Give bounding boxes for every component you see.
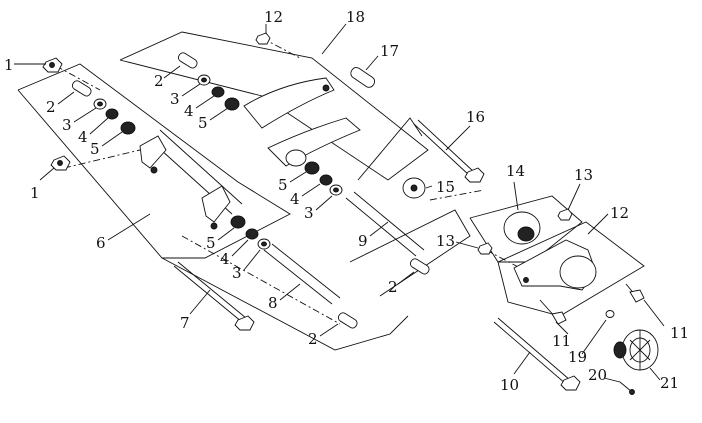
callout-13-b: 13	[436, 232, 455, 250]
callout-12-right: 12	[610, 204, 629, 222]
shaft-8	[263, 243, 341, 305]
callout-5-b: 5	[198, 114, 208, 132]
bearing-4-a	[105, 108, 119, 120]
pin-2-b	[177, 52, 198, 69]
bushing-15	[402, 177, 426, 199]
callout-17: 17	[380, 42, 399, 60]
bearing-4-d	[245, 228, 259, 240]
bearing-5-d	[230, 215, 246, 229]
callout-1-lower: 1	[30, 184, 40, 202]
link-arm-6	[139, 129, 243, 230]
callout-10: 10	[500, 376, 519, 394]
nut-1-upper	[42, 57, 63, 73]
callout-5-a: 5	[90, 140, 100, 158]
bracket-12	[513, 239, 597, 291]
pin-2-d	[337, 312, 358, 329]
callout-3-d: 3	[232, 264, 242, 282]
callout-2-b: 2	[154, 72, 164, 90]
bearing-5-b	[224, 97, 240, 111]
nut-1-lower	[50, 155, 71, 171]
bearing-4-c	[319, 174, 333, 186]
end-cap-21	[613, 329, 659, 371]
callout-8: 8	[268, 294, 278, 312]
screw-20	[619, 381, 635, 395]
callout-1-upper: 1	[4, 56, 14, 74]
callout-21: 21	[660, 374, 679, 392]
nut-13-a	[557, 208, 573, 221]
bushing-14	[503, 211, 541, 245]
bolt-7	[173, 261, 255, 331]
pin-17	[350, 67, 376, 88]
callout-5-c: 5	[278, 176, 288, 194]
callout-labels: 1 1 2 2 2 2 3 3 3 3 4 4 4 4 5 5 5 5 6 7 …	[4, 8, 689, 394]
callout-5-d: 5	[206, 234, 216, 252]
callout-18: 18	[346, 8, 365, 26]
callout-4-a: 4	[78, 128, 88, 146]
callout-20: 20	[588, 366, 607, 384]
callout-11-a: 11	[552, 332, 571, 350]
callout-4-b: 4	[184, 102, 194, 120]
spacer-19	[605, 310, 615, 318]
bearing-5-a	[120, 121, 136, 135]
callout-2-a: 2	[46, 98, 56, 116]
washer-3-c	[329, 184, 343, 196]
callout-13-a: 13	[574, 166, 593, 184]
callout-2-c: 2	[388, 278, 398, 296]
parts	[42, 32, 659, 395]
callout-3-c: 3	[304, 204, 314, 222]
bolt-16	[413, 119, 485, 183]
callout-4-d: 4	[220, 250, 230, 268]
bearing-4-b	[211, 86, 225, 98]
rocker-arm-18	[243, 77, 361, 167]
screw-11-a	[539, 299, 567, 325]
callout-7: 7	[180, 314, 190, 332]
callout-6: 6	[96, 234, 106, 252]
callout-11-b: 11	[670, 324, 689, 342]
screw-11-b	[625, 283, 645, 303]
callout-16: 16	[466, 108, 485, 126]
callout-2-d: 2	[308, 330, 318, 348]
washer-3-a	[93, 98, 107, 110]
leader-lines	[14, 23, 665, 383]
nut-13-b	[477, 242, 493, 255]
bolt-10	[493, 317, 581, 391]
callout-12-upper: 12	[264, 8, 283, 26]
nut-12	[255, 32, 271, 45]
callout-14: 14	[506, 162, 525, 180]
bearing-5-c	[304, 161, 320, 175]
callout-19: 19	[568, 348, 587, 366]
washer-3-b	[197, 74, 211, 86]
callout-3-b: 3	[170, 90, 180, 108]
callout-15: 15	[436, 178, 455, 196]
pin-2-a	[71, 80, 92, 97]
washer-3-d	[257, 238, 271, 250]
pin-2-c	[409, 258, 430, 275]
callout-3-a: 3	[62, 116, 72, 134]
callout-9: 9	[358, 232, 368, 250]
callout-4-c: 4	[290, 190, 300, 208]
